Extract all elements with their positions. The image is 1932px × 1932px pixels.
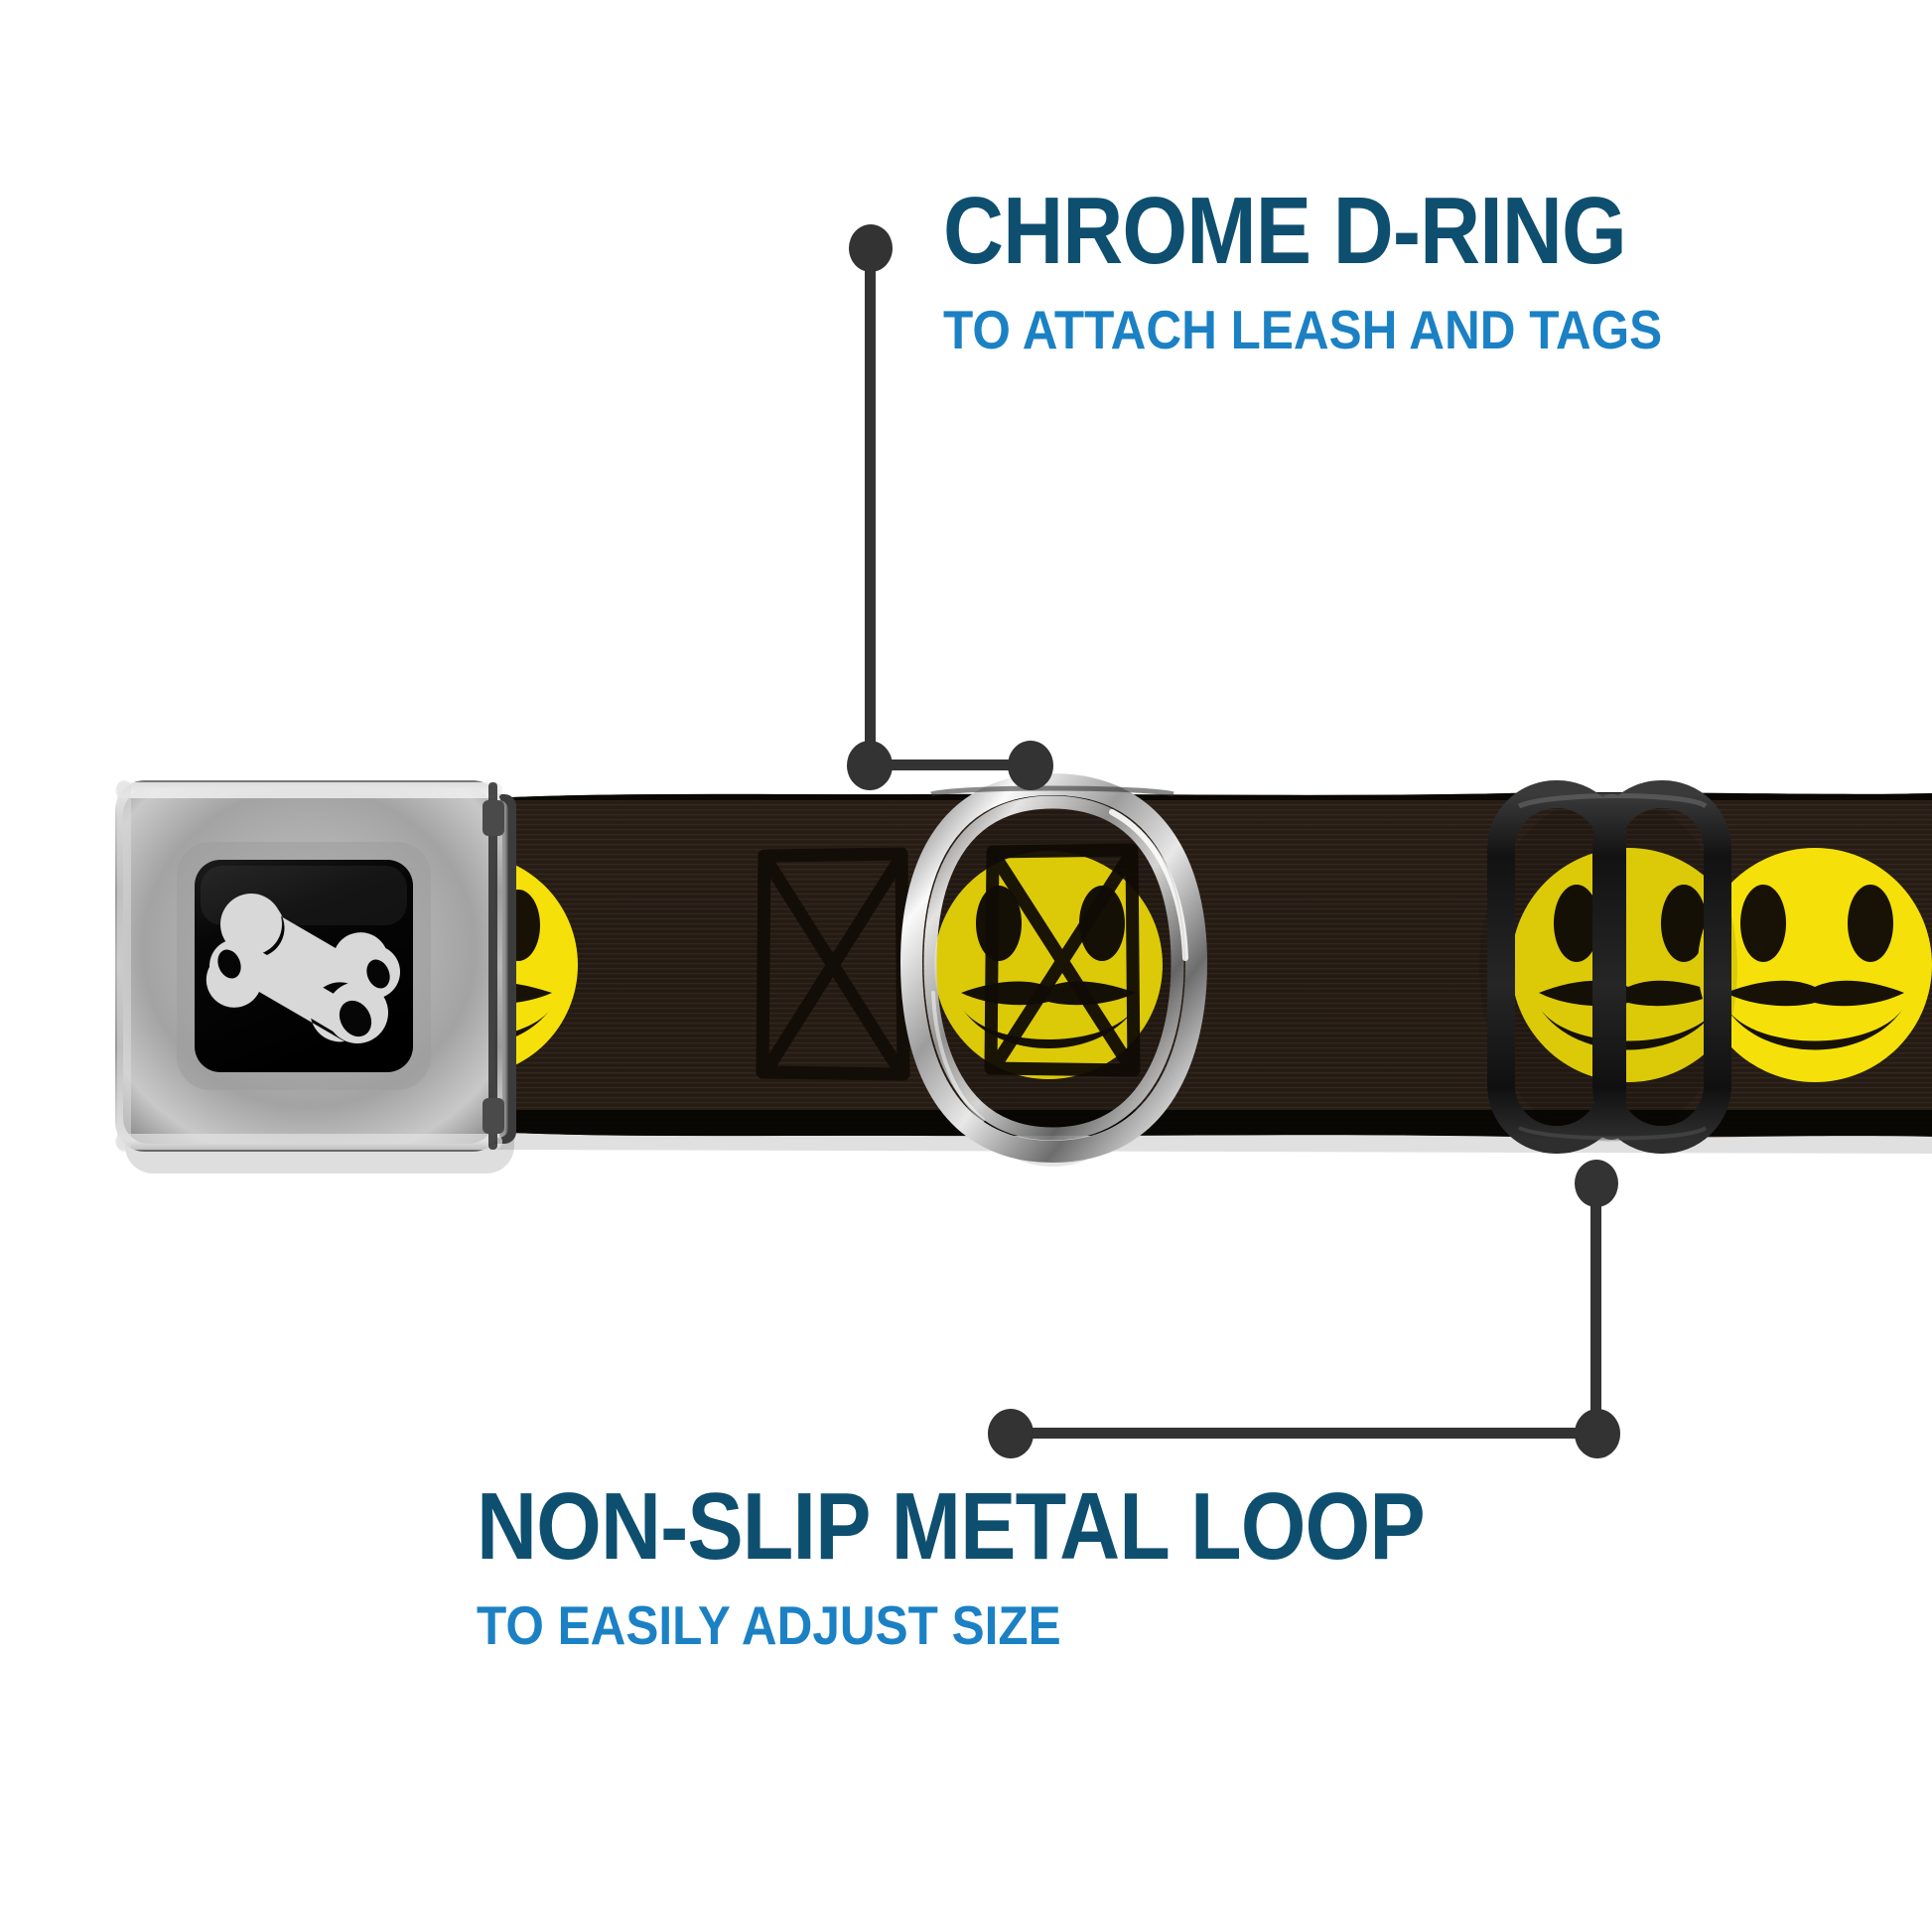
leader-dot-corner <box>847 741 893 790</box>
leader-dot-end <box>1008 741 1053 790</box>
smiley-face <box>1511 848 1745 1082</box>
smiley-face <box>469 854 578 1076</box>
callout-title-chrome-d-ring: CHROME D-RING <box>943 178 1627 284</box>
box-stitch <box>756 847 910 1081</box>
non-slip-metal-loop <box>1479 780 1737 1154</box>
smiley-face <box>934 851 1163 1079</box>
chrome-seatbelt-buckle <box>115 780 516 1173</box>
chrome-d-ring <box>899 772 1208 1167</box>
smiley-print-group <box>469 848 1932 1082</box>
smiley-face <box>1698 848 1932 1082</box>
leader-line-horizontal <box>1009 1428 1601 1439</box>
leader-line-vertical <box>865 248 876 766</box>
collar-webbing-strap <box>469 792 1932 1154</box>
leader-dot-end <box>988 1409 1034 1458</box>
leader-line-horizontal <box>865 759 1035 770</box>
leader-dot-corner <box>1575 1409 1620 1458</box>
leader-line-vertical <box>1590 1183 1601 1434</box>
callout-subtitle-non-slip-metal-loop: TO EASILY ADJUST SIZE <box>477 1594 1061 1656</box>
callout-title-non-slip-metal-loop: NON-SLIP METAL LOOP <box>477 1473 1426 1580</box>
callout-subtitle-chrome-d-ring: TO ATTACH LEASH AND TAGS <box>943 299 1663 360</box>
box-stitch <box>984 843 1141 1077</box>
dog-bone-icon <box>206 894 400 1043</box>
